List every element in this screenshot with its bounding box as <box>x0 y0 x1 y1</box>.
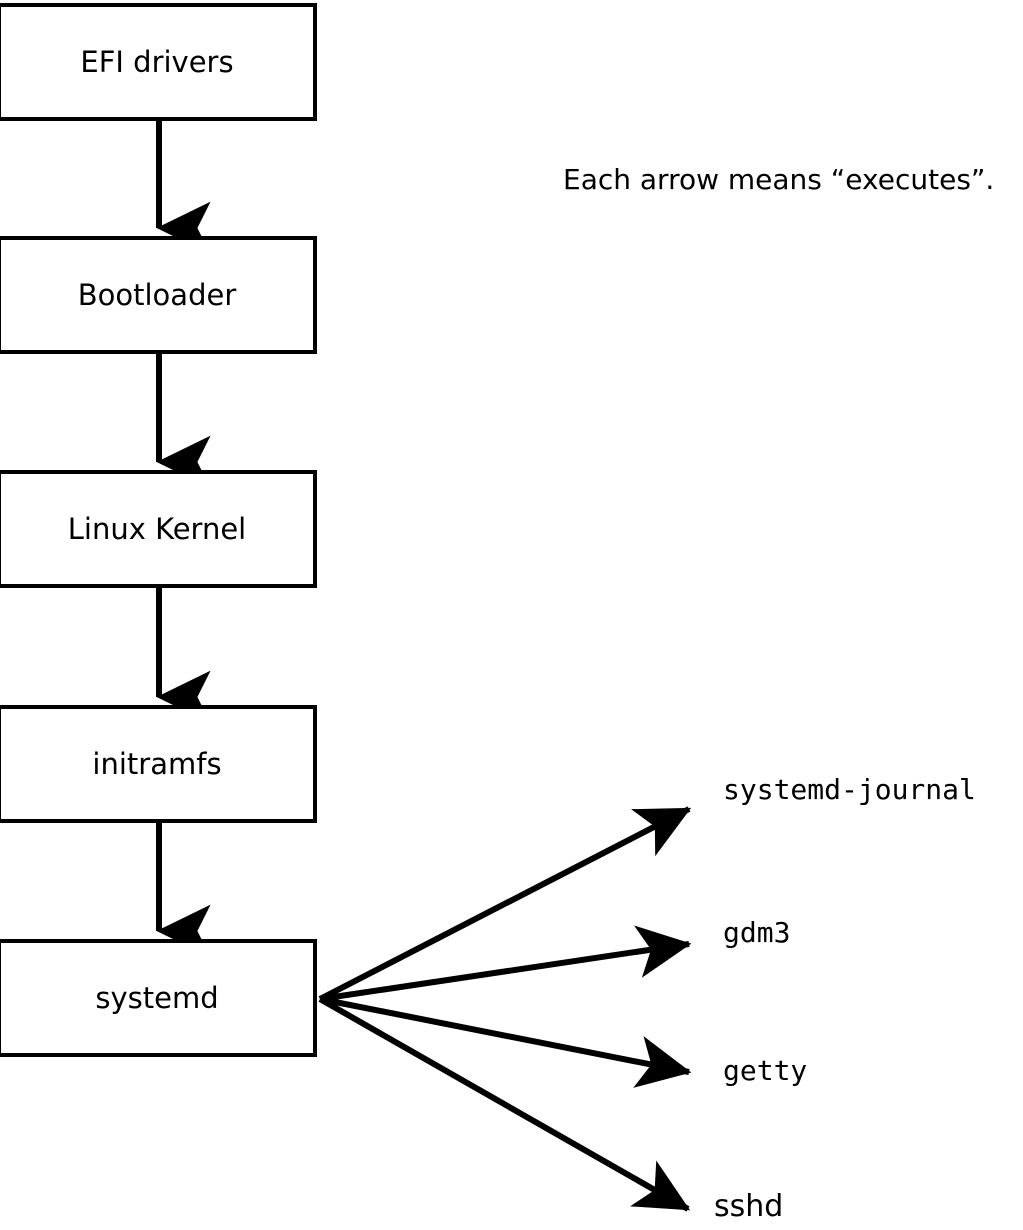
node-efi-drivers-label: EFI drivers <box>80 44 234 79</box>
node-systemd-label: systemd <box>95 980 219 1015</box>
node-linux-kernel-label: Linux Kernel <box>67 511 247 546</box>
leaf-sshd[interactable]: sshd <box>714 1192 783 1222</box>
leaf-gdm3[interactable]: gdm3 <box>723 919 790 947</box>
leaf-systemd-journal-label: systemd-journal <box>723 773 976 806</box>
node-initramfs[interactable]: initramfs <box>0 705 317 823</box>
arrow-systemd-to-systemd-journal <box>318 806 692 1002</box>
node-linux-kernel[interactable]: Linux Kernel <box>0 470 317 588</box>
leaf-getty[interactable]: getty <box>723 1057 807 1085</box>
leaf-sshd-label: sshd <box>714 1189 784 1224</box>
leaf-systemd-journal[interactable]: systemd-journal <box>723 776 976 804</box>
arrow-systemd-to-gdm3 <box>319 925 692 1002</box>
diagram-caption: Each arrow means “executes”. <box>563 166 994 194</box>
arrow-systemd-to-sshd <box>318 996 691 1212</box>
node-initramfs-label: initramfs <box>92 746 222 781</box>
leaf-getty-label: getty <box>723 1054 808 1087</box>
node-efi-drivers[interactable]: EFI drivers <box>0 3 317 121</box>
diagram-caption-text: Each arrow means “executes”. <box>563 163 995 196</box>
arrow-systemd-to-getty <box>319 996 692 1088</box>
node-systemd[interactable]: systemd <box>0 939 317 1057</box>
node-bootloader[interactable]: Bootloader <box>0 236 317 354</box>
leaf-gdm3-label: gdm3 <box>723 916 791 949</box>
node-bootloader-label: Bootloader <box>77 277 237 312</box>
